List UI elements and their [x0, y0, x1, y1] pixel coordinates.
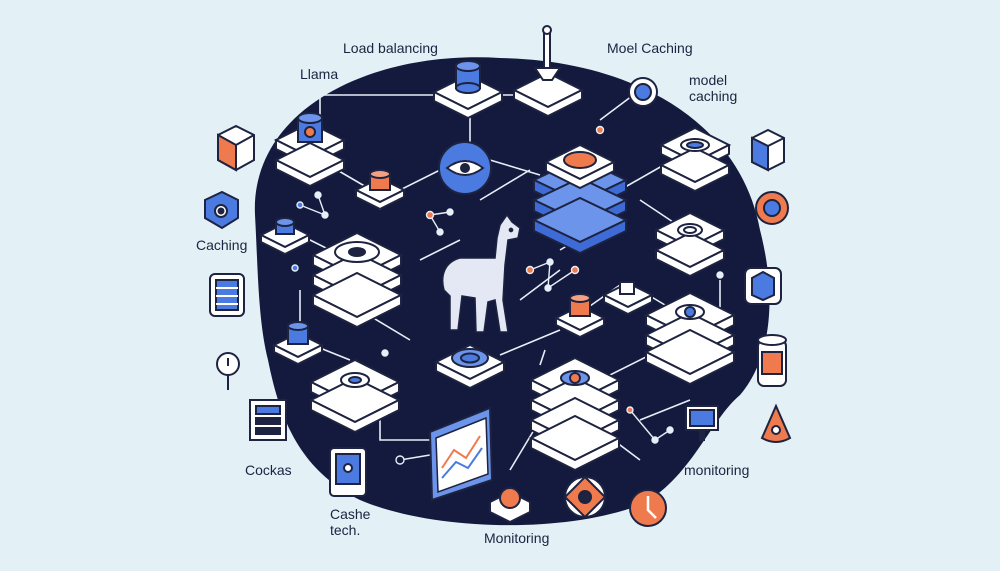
- router-icon: [329, 447, 367, 497]
- disc-icons: [334, 138, 710, 388]
- monitor-icon: [685, 405, 719, 441]
- cube-icon: [217, 124, 255, 172]
- label-monitoring-bottom: Monitoring: [484, 530, 550, 546]
- monitor-chart-icon: [428, 406, 494, 502]
- label-caching: Caching: [196, 237, 248, 253]
- cashe-cabinet-icon: [249, 399, 287, 441]
- avatar-icon: [489, 487, 531, 524]
- lamp-icon: [533, 25, 562, 81]
- network-node-icon: [291, 125, 724, 465]
- database-icon: [275, 60, 635, 345]
- eye-icon: [438, 141, 492, 195]
- cone-icon: [760, 403, 792, 443]
- llama-icon: [441, 213, 521, 333]
- cube-icon-mid-right: [744, 267, 782, 305]
- server-stack-icon: [533, 144, 627, 254]
- label-load-balancing: Load balancing: [343, 40, 438, 56]
- gauge-icon: [216, 352, 240, 390]
- label-moel-caching: Moel Caching: [607, 40, 693, 56]
- disc-icon-top-right: [628, 77, 658, 107]
- label-cockas: Cockas: [245, 462, 292, 478]
- lock-icon: [755, 191, 789, 225]
- label-cashe-line1: Cashe: [330, 506, 371, 522]
- label-llama: Llama: [300, 66, 339, 82]
- label-model-caching-line1: model: [689, 72, 728, 88]
- cube-icon-right: [751, 128, 785, 172]
- jar-icon: [757, 334, 787, 387]
- clock-icon: [629, 489, 667, 527]
- server-box-icon: [209, 273, 245, 317]
- shield-icon: [204, 190, 239, 230]
- label-cashe-line2: tech.: [330, 522, 361, 538]
- label-monitoring-right: monitoring: [684, 462, 750, 478]
- shutter-icon: [563, 475, 607, 519]
- label-model-caching-line2: caching: [689, 88, 738, 104]
